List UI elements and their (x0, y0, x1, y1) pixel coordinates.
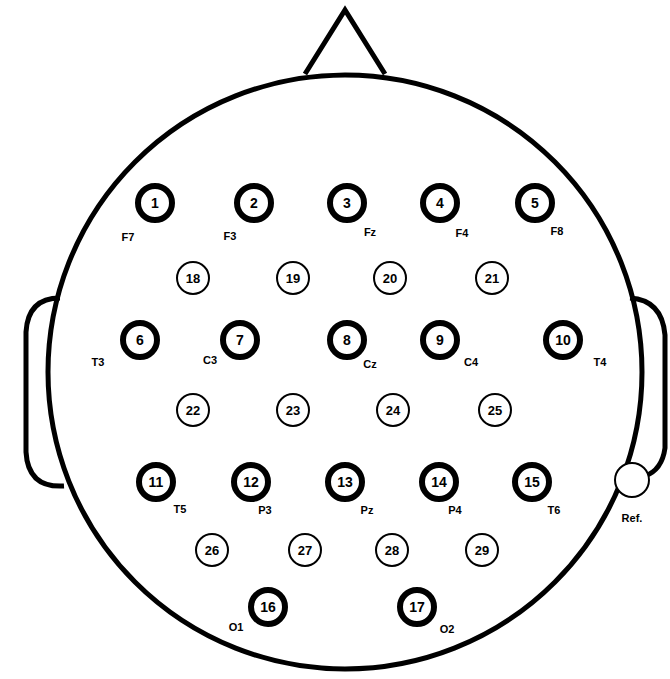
electrode-circle: 12P3 (231, 462, 271, 502)
electrode-circle: 17O2 (397, 587, 437, 627)
right-ear (630, 298, 665, 476)
electrode-circle: 26 (195, 533, 229, 567)
electrode-number: 26 (205, 543, 219, 558)
nose-symbol (305, 10, 385, 74)
electrode-circle: 8Cz (327, 320, 367, 360)
electrode-number: 28 (385, 543, 399, 558)
electrode-circle: 6T3 (120, 320, 160, 360)
electrode-label: F8 (551, 225, 564, 237)
head-circle (48, 75, 642, 669)
electrode-label: P3 (258, 504, 271, 516)
electrode-label: O1 (229, 621, 244, 633)
electrode-circle: 23 (276, 393, 310, 427)
electrode-label: F4 (456, 227, 469, 239)
electrode-number: 4 (436, 195, 444, 211)
electrode-number: 12 (243, 474, 259, 490)
electrode-circle: 18 (176, 261, 210, 295)
electrode-number: 9 (436, 332, 444, 348)
electrode-number: 27 (298, 543, 312, 558)
electrode-number: 24 (386, 403, 400, 418)
electrode-circle: 15T6 (512, 462, 552, 502)
electrode-circle: 14P4 (419, 462, 459, 502)
electrode-circle: 2F3 (234, 183, 274, 223)
electrode-number: 21 (485, 271, 499, 286)
electrode-number: 18 (186, 271, 200, 286)
electrode-label: T6 (548, 504, 561, 516)
electrode-circle: 22 (176, 393, 210, 427)
electrode-circle: 3Fz (327, 183, 367, 223)
electrode-circle: 9C4 (420, 320, 460, 360)
electrode-number: 6 (136, 332, 144, 348)
electrode-label: Fz (364, 226, 376, 238)
electrode-circle: 28 (375, 533, 409, 567)
electrode-circle: 25 (478, 393, 512, 427)
electrode-circle: 7C3 (220, 320, 260, 360)
electrode-circle: 13Pz (325, 462, 365, 502)
electrode-number: 14 (431, 474, 447, 490)
electrode-number: 22 (186, 403, 200, 418)
electrode-label: C3 (203, 354, 217, 366)
electrode-number: 11 (149, 474, 164, 490)
electrode-number: 10 (555, 332, 571, 348)
electrode-number: 2 (250, 195, 258, 211)
electrode-circle: 21 (475, 261, 509, 295)
electrode-label: T4 (594, 356, 607, 368)
electrode-circle: 19 (276, 261, 310, 295)
reference-electrode: Ref. (614, 462, 650, 498)
electrode-number: 23 (286, 403, 300, 418)
electrode-number: 25 (488, 403, 502, 418)
electrode-label: Cz (363, 358, 376, 370)
electrode-circle: 24 (376, 393, 410, 427)
electrode-label: T3 (92, 356, 105, 368)
electrode-circle: 5F8 (515, 183, 555, 223)
electrode-number: 16 (260, 599, 276, 615)
electrode-circle: 4F4 (420, 183, 460, 223)
electrode-label: F3 (224, 230, 237, 242)
electrode-number: 13 (337, 474, 353, 490)
electrode-number: 29 (475, 543, 489, 558)
electrode-label: Pz (361, 504, 374, 516)
electrode-label: F7 (122, 231, 135, 243)
electrode-number: 19 (286, 271, 300, 286)
electrode-circle: 20 (373, 261, 407, 295)
electrode-number: 15 (524, 474, 540, 490)
electrode-number: 5 (531, 195, 539, 211)
electrode-circle: 16O1 (248, 587, 288, 627)
electrode-label: O2 (440, 623, 455, 635)
electrode-label: Ref. (622, 512, 643, 524)
electrode-label: T5 (174, 503, 187, 515)
electrode-label: P4 (448, 504, 461, 516)
electrode-circle: 1F7 (135, 183, 175, 223)
electrode-circle: 27 (288, 533, 322, 567)
electrode-number: 3 (343, 195, 351, 211)
electrode-number: 8 (343, 332, 351, 348)
electrode-circle: 10T4 (543, 320, 583, 360)
electrode-number: 1 (151, 195, 159, 211)
electrode-number: 7 (236, 332, 244, 348)
electrode-circle: 11T5 (136, 462, 176, 502)
electrode-circle: 29 (465, 533, 499, 567)
electrode-label: C4 (464, 356, 478, 368)
electrode-number: 17 (409, 599, 425, 615)
electrode-number: 20 (383, 271, 397, 286)
